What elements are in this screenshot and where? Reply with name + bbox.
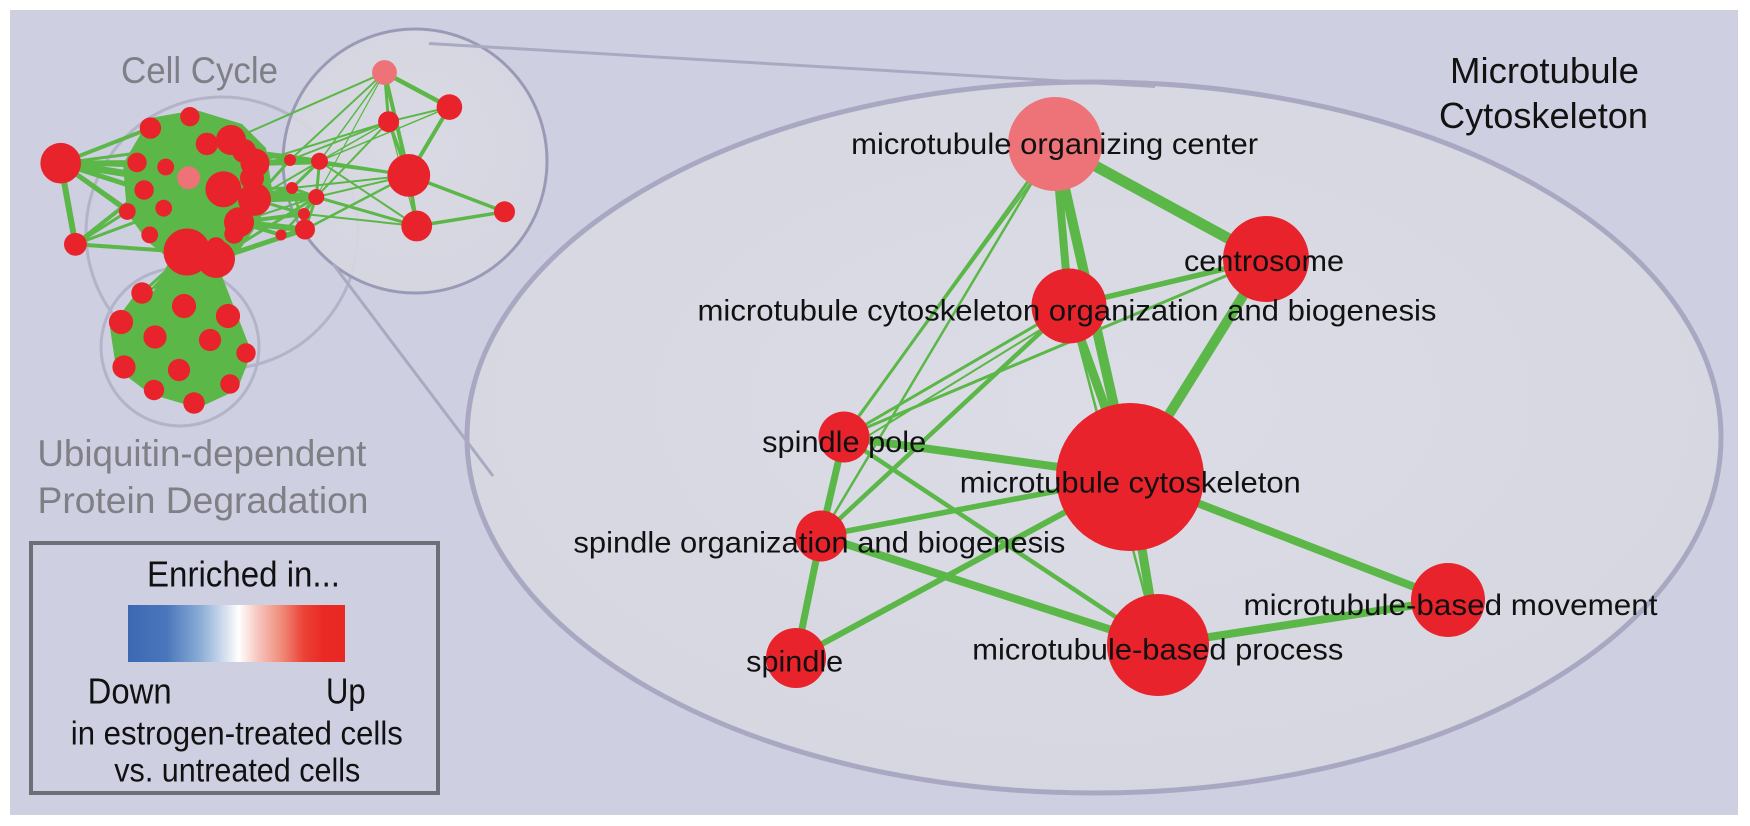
svg-text:Protein Degradation: Protein Degradation: [38, 480, 369, 521]
svg-text:Cytoskeleton: Cytoskeleton: [1439, 95, 1648, 136]
svg-text:microtubule cytoskeleton: microtubule cytoskeleton: [960, 467, 1301, 500]
svg-text:vs. untreated cells: vs. untreated cells: [114, 752, 360, 789]
svg-text:microtubule organizing center: microtubule organizing center: [851, 128, 1258, 161]
svg-text:Cell Cycle: Cell Cycle: [121, 50, 278, 91]
svg-text:spindle organization and bioge: spindle organization and biogenesis: [573, 527, 1065, 560]
svg-text:Microtubule: Microtubule: [1450, 50, 1639, 91]
svg-text:centrosome: centrosome: [1184, 245, 1344, 278]
svg-text:Enriched in...: Enriched in...: [147, 554, 340, 595]
svg-text:in estrogen-treated cells: in estrogen-treated cells: [71, 715, 403, 752]
svg-text:spindle: spindle: [746, 645, 843, 678]
svg-text:spindle pole: spindle pole: [762, 426, 926, 459]
svg-text:microtubule-based movement: microtubule-based movement: [1244, 589, 1659, 622]
svg-text:Ubiquitin-dependent: Ubiquitin-dependent: [37, 433, 367, 474]
svg-text:Down: Down: [88, 671, 172, 712]
svg-text:microtubule-based process: microtubule-based process: [972, 633, 1343, 666]
svg-text:microtubule cytoskeleton organ: microtubule cytoskeleton organization an…: [698, 295, 1437, 328]
svg-text:Up: Up: [326, 671, 366, 712]
